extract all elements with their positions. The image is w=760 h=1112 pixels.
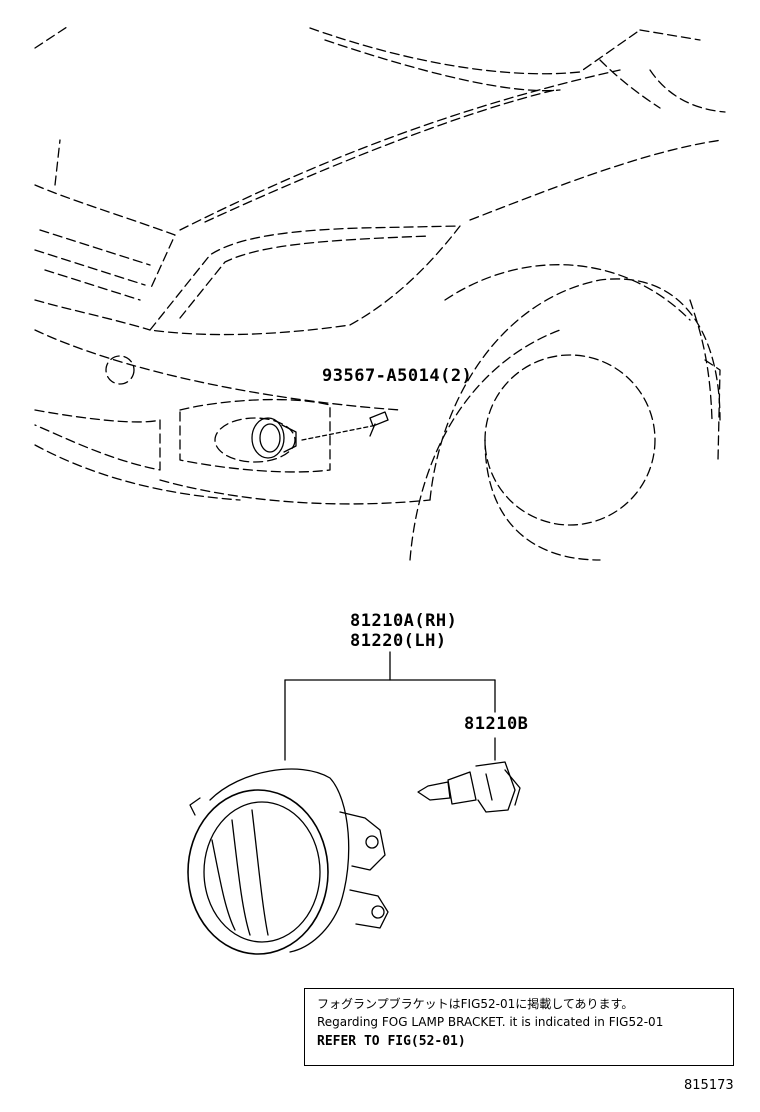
bulb-part-number[interactable]: 81210B <box>464 714 529 734</box>
note-japanese-text: フォグランプブラケットはFIG52-01に掲載してあります。 <box>317 997 634 1011</box>
callout-leader-lines <box>284 651 496 761</box>
reference-note-box: フォグランプブラケットはFIG52-01に掲載してあります。 Regarding… <box>304 988 734 1066</box>
bolt-graphic <box>301 411 389 441</box>
fog-lamp-lh-part-number[interactable]: 81220(LH) <box>350 631 447 651</box>
figure-id: 815173 <box>684 1078 734 1093</box>
fog-lamp-rh-part-number[interactable]: 81210A(RH) <box>350 611 458 631</box>
bolt-part-number[interactable]: 93567-A5014(2) <box>322 366 473 386</box>
note-english-text: Regarding FOG LAMP BRACKET. it is indica… <box>317 1015 664 1029</box>
refer-to-figure-link[interactable]: REFER TO FIG(52-01) <box>317 1034 466 1049</box>
installed-fog-lamp-graphic <box>251 417 297 459</box>
fog-lamp-assembly-graphic <box>187 768 389 955</box>
vehicle-front-outline <box>34 24 726 561</box>
bulb-graphic <box>417 761 521 813</box>
